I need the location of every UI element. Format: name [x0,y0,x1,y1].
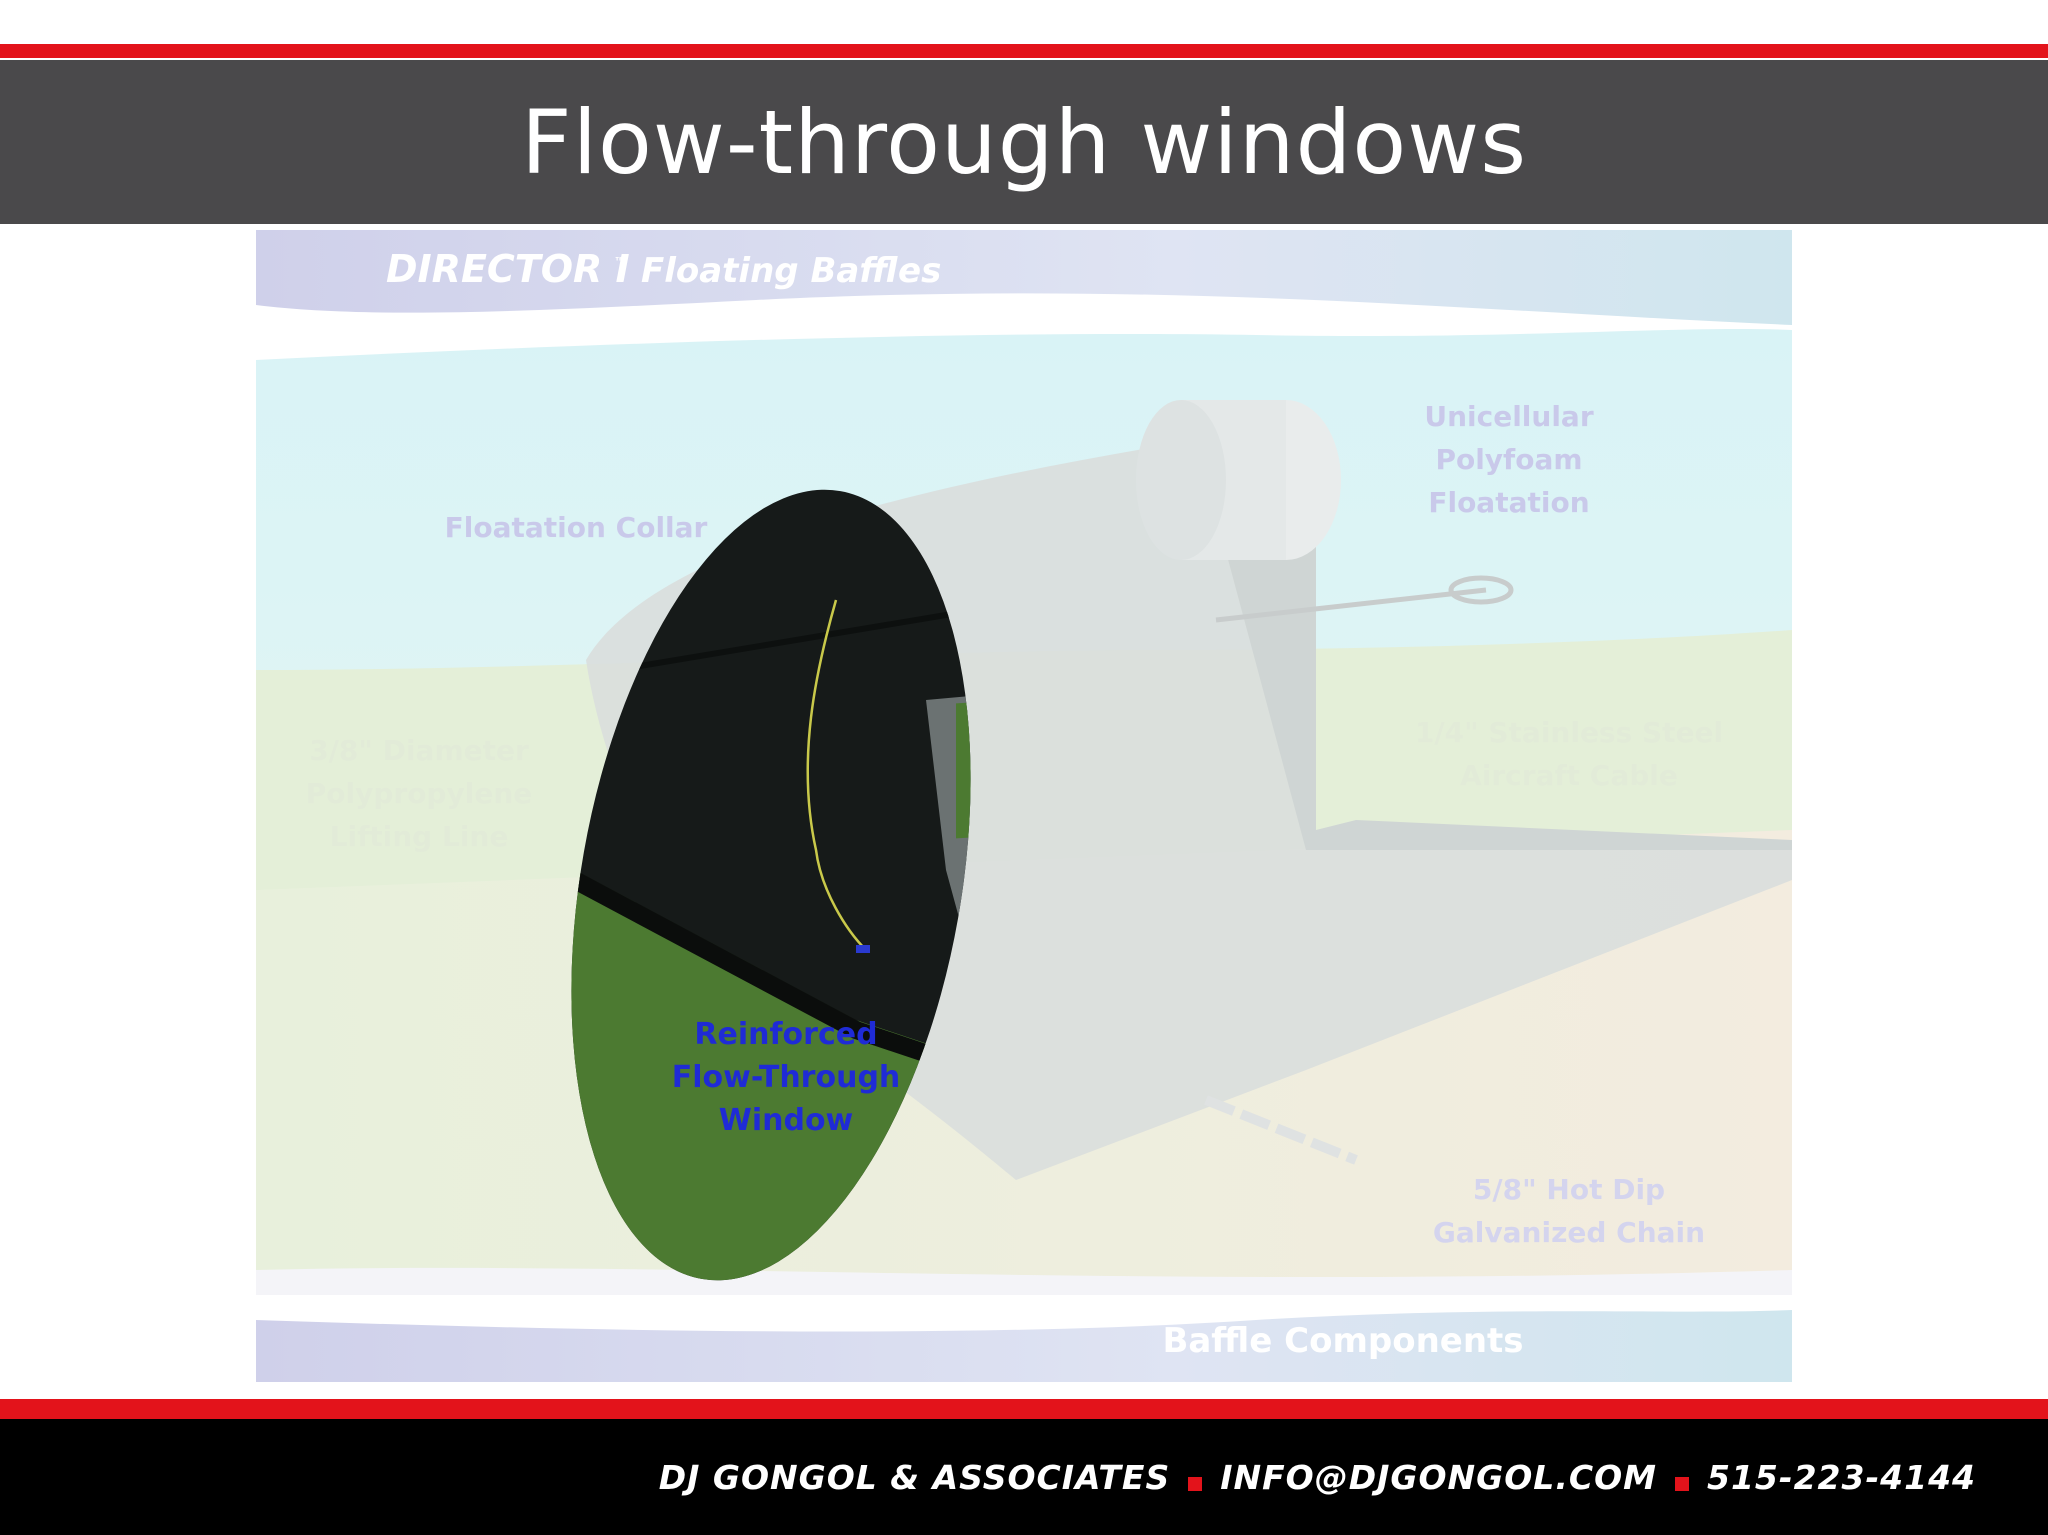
baffle-top-edge [615,607,977,673]
diagram-caption: Baffle Components [1162,1321,1523,1361]
aircraft-cable [1215,587,1487,623]
faded-labels-ground: 5/8" Hot Dip Galvanized Chain [1433,1173,1705,1249]
window-label: Reinforced Flow-Through Window [672,1017,901,1138]
top-banner-wave [256,230,1792,325]
baffle-diagram-svg: DIRECTOR I ™ Floating Baffles Unicellula… [256,230,1792,1382]
faded-labels-hills: 3/8" Diameter Polypropylene Lifting Line… [306,716,1723,853]
bottom-banner-wave [256,1310,1792,1382]
label-lifting-line-2: Polypropylene [306,777,533,810]
brand-subtitle: Floating Baffles [641,251,941,291]
footer-separator-square [1674,1477,1689,1491]
label-chain-1: 5/8" Hot Dip [1473,1173,1665,1206]
baffle-diagram: DIRECTOR I ™ Floating Baffles Unicellula… [256,230,1792,1382]
scene-bottom-edge [256,1267,1792,1295]
label-unicellular-3: Floatation [1428,486,1589,519]
lifting-line-clip [856,945,870,953]
lifting-line [806,599,867,951]
label-unicellular-1: Unicellular [1424,400,1593,433]
label-unicellular-2: Polyfoam [1435,443,1582,476]
bottom-accent-stripe [0,1399,2048,1419]
label-cable-2: Aircraft Cable [1460,759,1678,792]
label-floatation-collar: Floatation Collar [445,511,708,544]
brand-trademark: ™ [614,255,626,269]
label-lifting-line-3: Lifting Line [330,820,509,853]
footer-phone: 515-223-4144 [1706,1457,1976,1497]
label-window-1: Reinforced [694,1017,877,1052]
title-bar: Flow-through windows [0,60,2048,224]
label-window-2: Flow-Through [672,1060,901,1095]
cable-loop [1448,575,1514,605]
faded-labels: Unicellular Polyfoam Floatation Floatati… [445,400,1594,544]
top-accent-stripe [0,44,2048,58]
brand-title: DIRECTOR I [386,247,630,291]
label-lifting-line-1: 3/8" Diameter [309,734,529,767]
label-window-3: Window [719,1103,854,1138]
label-cable-1: 1/4" Stainless Steel [1415,716,1723,749]
slide-title: Flow-through windows [520,90,1528,194]
footer-separator-square [1188,1477,1203,1491]
footer-bar: DJ GONGOL & ASSOCIATES INFO@DJGONGOL.COM… [0,1419,2048,1535]
footer-email: INFO@DJGONGOL.COM [1220,1457,1657,1497]
floatation-cylinder-face [1136,400,1226,560]
label-chain-2: Galvanized Chain [1433,1216,1705,1249]
footer-company: DJ GONGOL & ASSOCIATES [658,1457,1171,1497]
galvanized-chain [1204,1095,1358,1165]
